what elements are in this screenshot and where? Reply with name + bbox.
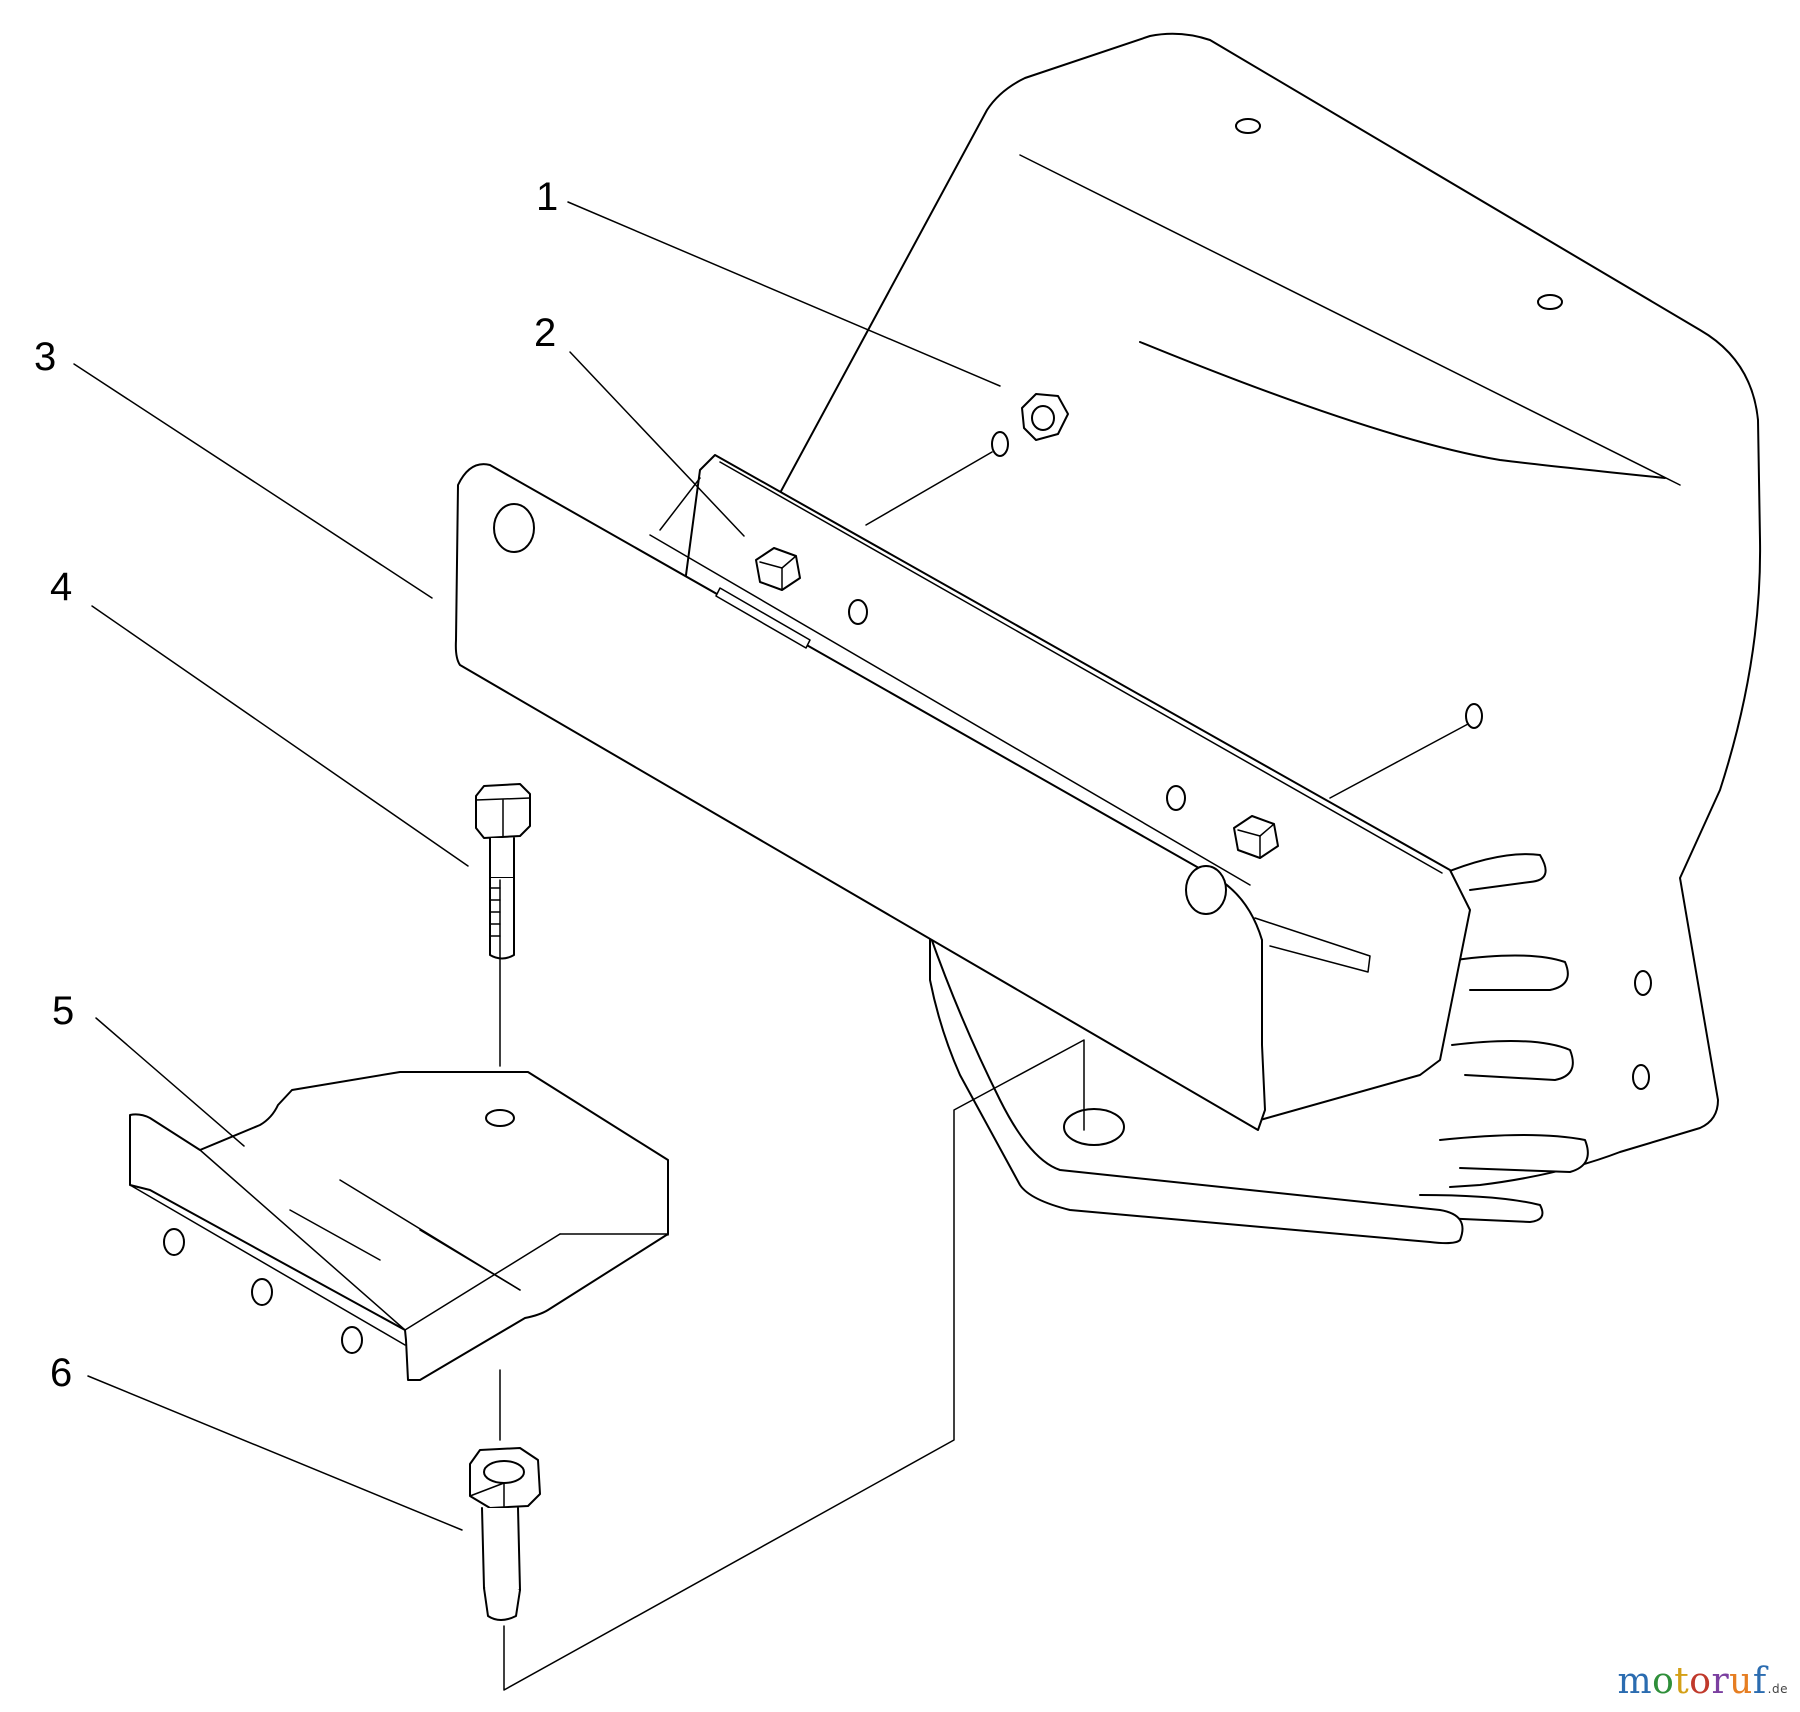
- shoulder-bolt: [469, 1447, 541, 1621]
- bracket-slot: [1185, 865, 1227, 915]
- bracket-front-plate: [454, 463, 1371, 1131]
- cap-screw: [475, 783, 531, 960]
- base-plate-hole: [1063, 1108, 1125, 1146]
- watermark-letter: f: [1752, 1661, 1767, 1702]
- leader-2: [569, 351, 745, 537]
- housing-hole: [1537, 294, 1563, 310]
- housing-hole: [1235, 118, 1261, 134]
- watermark-letter: t: [1674, 1661, 1690, 1702]
- watermark-letter: o: [1652, 1661, 1675, 1702]
- assembly-line: [503, 1039, 1085, 1691]
- housing-hole: [1632, 1064, 1650, 1090]
- watermark-logo: motoruf .de: [1617, 1661, 1788, 1702]
- callout-2: 2: [534, 311, 556, 355]
- callout-3: 3: [34, 335, 56, 379]
- housing-hole: [1634, 970, 1652, 996]
- clip-hole: [163, 1228, 185, 1256]
- nut: [865, 393, 1069, 526]
- watermark-letter: r: [1711, 1661, 1730, 1702]
- teeth: [1419, 853, 1589, 1223]
- housing-stud: [1465, 703, 1483, 729]
- leader-3: [73, 363, 433, 599]
- bolt-upper: [755, 547, 801, 591]
- callout-6: 6: [50, 1351, 72, 1395]
- bracket-hole: [848, 599, 868, 625]
- watermark-letter: u: [1729, 1661, 1753, 1702]
- watermark-suffix: .de: [1767, 1682, 1788, 1696]
- housing: [759, 32, 1762, 1188]
- nut-centerline-end: [991, 431, 1009, 457]
- watermark-letter: o: [1689, 1661, 1712, 1702]
- bracket-hole: [1166, 785, 1186, 811]
- base-plate: [929, 934, 1464, 1245]
- clip-hole: [485, 1109, 515, 1127]
- leader-5: [95, 1017, 245, 1147]
- bracket-slot: [493, 503, 535, 553]
- leader-4: [91, 605, 469, 867]
- bracket-rear: [659, 454, 1471, 1121]
- clip-bracket: [129, 1071, 669, 1381]
- watermark-letter: m: [1617, 1661, 1653, 1702]
- leader-1: [567, 201, 1001, 387]
- clip-hole: [251, 1278, 273, 1306]
- watermark-letters: motoruf: [1617, 1661, 1766, 1702]
- leader-lines: [73, 201, 1001, 1531]
- callout-1: 1: [536, 175, 558, 219]
- leader-6: [87, 1375, 463, 1531]
- callout-4: 4: [50, 565, 72, 609]
- bolt-lower: [1233, 815, 1279, 859]
- callout-5: 5: [52, 989, 74, 1033]
- clip-hole: [341, 1326, 363, 1354]
